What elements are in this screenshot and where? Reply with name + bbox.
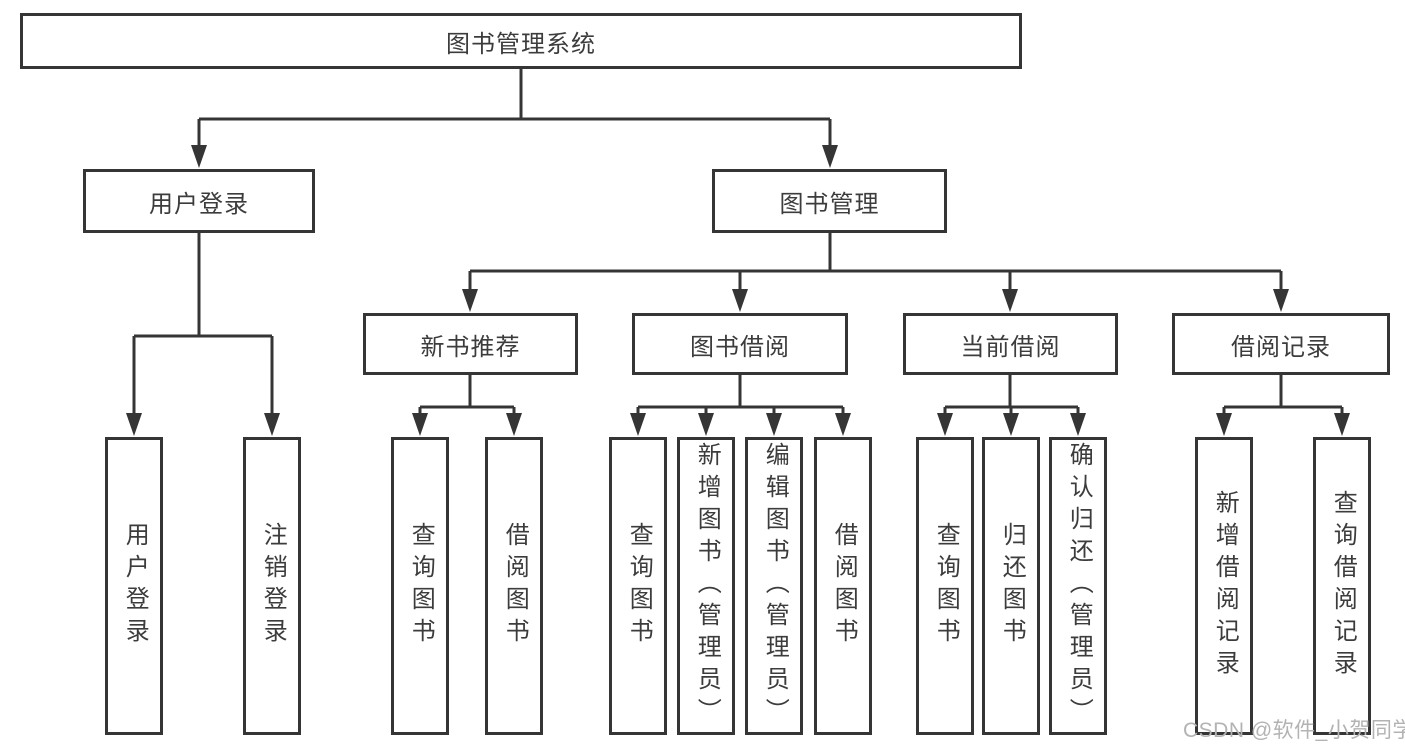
leaf-label: 注销登录 (259, 522, 287, 650)
connector-recommend (418, 375, 516, 414)
arrowhead-icon (506, 413, 522, 436)
leaf-label: 查询图书 (932, 522, 960, 650)
connector-borrowing (636, 375, 845, 414)
arrowhead-icon (1003, 413, 1019, 436)
node-label: 图书借阅 (690, 333, 790, 361)
leaf-user-login: 用户登录 (105, 437, 163, 735)
leaf-records-add-record: 新增借阅记录 (1195, 437, 1253, 735)
leaf-label: 用户登录 (121, 522, 149, 650)
arrowhead-icon (126, 413, 142, 436)
arrowhead-icon (191, 145, 207, 168)
leaf-recommend-query-books: 查询图书 (391, 437, 449, 735)
leaf-label: 查询图书 (407, 522, 435, 650)
node-label: 新书推荐 (420, 333, 521, 361)
leaf-recommend-borrow-books: 借阅图书 (485, 437, 543, 735)
node-label: 用户登录 (149, 190, 249, 218)
leaf-current-confirm-return-admin: 确认归还（管理员） (1049, 437, 1107, 735)
leaf-label: 借阅图书 (501, 522, 529, 650)
arrowhead-icon (630, 413, 646, 436)
node-book-management: 图书管理 (712, 169, 947, 233)
arrowhead-icon (462, 289, 478, 312)
connector-manage (468, 233, 1283, 290)
arrowhead-icon (1070, 413, 1086, 436)
arrowhead-icon (822, 145, 838, 168)
leaf-current-return-books: 归还图书 (982, 437, 1040, 735)
arrowhead-icon (937, 413, 953, 436)
arrowhead-icon (766, 413, 782, 436)
node-new-book-recommend: 新书推荐 (363, 313, 578, 375)
arrowhead-icon (1002, 289, 1018, 312)
arrowhead-icon (1273, 289, 1289, 312)
arrowhead-icon (412, 413, 428, 436)
leaf-label: 新增图书（管理员） (693, 442, 721, 730)
connector-current (943, 375, 1080, 414)
leaf-label: 查询借阅记录 (1329, 490, 1357, 682)
leaf-label: 借阅图书 (830, 522, 858, 650)
leaf-current-query-books: 查询图书 (916, 437, 974, 735)
leaf-label: 新增借阅记录 (1211, 490, 1239, 682)
leaf-borrowing-query-books: 查询图书 (609, 437, 667, 735)
arrowhead-icon (698, 413, 714, 436)
node-user-login: 用户登录 (83, 169, 315, 233)
node-label: 图书管理 (779, 190, 880, 218)
connector-login (132, 233, 274, 414)
connector-root (197, 69, 832, 147)
leaf-label: 查询图书 (625, 522, 653, 650)
node-book-borrowing: 图书借阅 (632, 313, 848, 375)
leaf-borrowing-borrow-books: 借阅图书 (814, 437, 872, 735)
arrowhead-icon (1216, 413, 1232, 436)
connector-records (1222, 375, 1344, 414)
node-label: 当前借阅 (960, 333, 1061, 361)
arrowhead-icon (732, 289, 748, 312)
node-label: 借阅记录 (1231, 333, 1331, 361)
csdn-watermark: CSDN @软件_小贺同学 (1183, 719, 1405, 742)
leaf-label: 编辑图书（管理员） (761, 442, 789, 730)
leaf-borrowing-edit-books-admin: 编辑图书（管理员） (745, 437, 803, 735)
node-label: 图书管理系统 (446, 30, 596, 58)
arrowhead-icon (1334, 413, 1350, 436)
arrowhead-icon (835, 413, 851, 436)
leaf-borrowing-add-books-admin: 新增图书（管理员） (677, 437, 735, 735)
arrowhead-icon (264, 413, 280, 436)
leaf-label: 归还图书 (998, 522, 1026, 650)
leaf-label: 确认归还（管理员） (1065, 442, 1093, 730)
node-borrowing-records: 借阅记录 (1172, 313, 1390, 375)
node-current-borrowing: 当前借阅 (903, 313, 1118, 375)
leaf-logout: 注销登录 (243, 437, 301, 735)
leaf-records-query-record: 查询借阅记录 (1313, 437, 1371, 735)
node-library-management-system: 图书管理系统 (20, 13, 1022, 69)
